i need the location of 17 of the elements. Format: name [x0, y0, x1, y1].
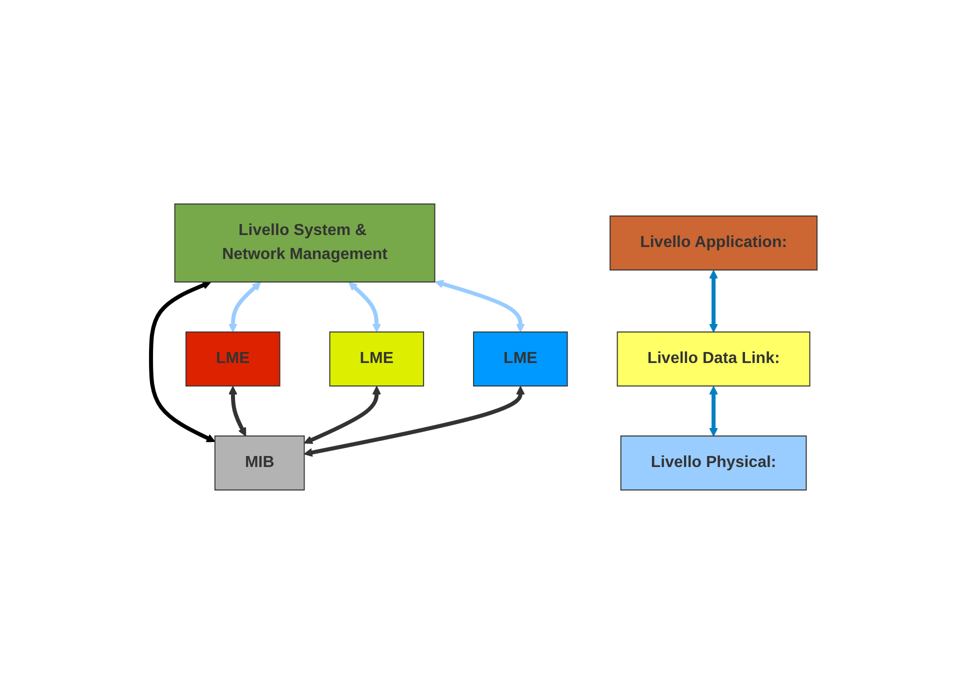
node-box: LME	[474, 331, 568, 386]
arrow	[710, 270, 718, 332]
arrow	[435, 279, 526, 332]
arrow	[710, 386, 718, 436]
arrow	[348, 281, 382, 332]
node-box: LME	[186, 331, 281, 386]
node-box: Livello Physical:	[620, 435, 808, 490]
arrow	[304, 386, 526, 456]
arrow	[304, 386, 382, 444]
arrow	[228, 281, 262, 332]
node-box: Livello Data Link:	[617, 331, 811, 386]
node-box: Livello Application:	[610, 215, 818, 270]
node-box: MIB	[214, 435, 306, 490]
arrow	[228, 386, 247, 436]
arrow	[149, 280, 216, 442]
node-box: Livello System & Network Management	[174, 203, 436, 282]
node-box: LME	[330, 331, 425, 386]
